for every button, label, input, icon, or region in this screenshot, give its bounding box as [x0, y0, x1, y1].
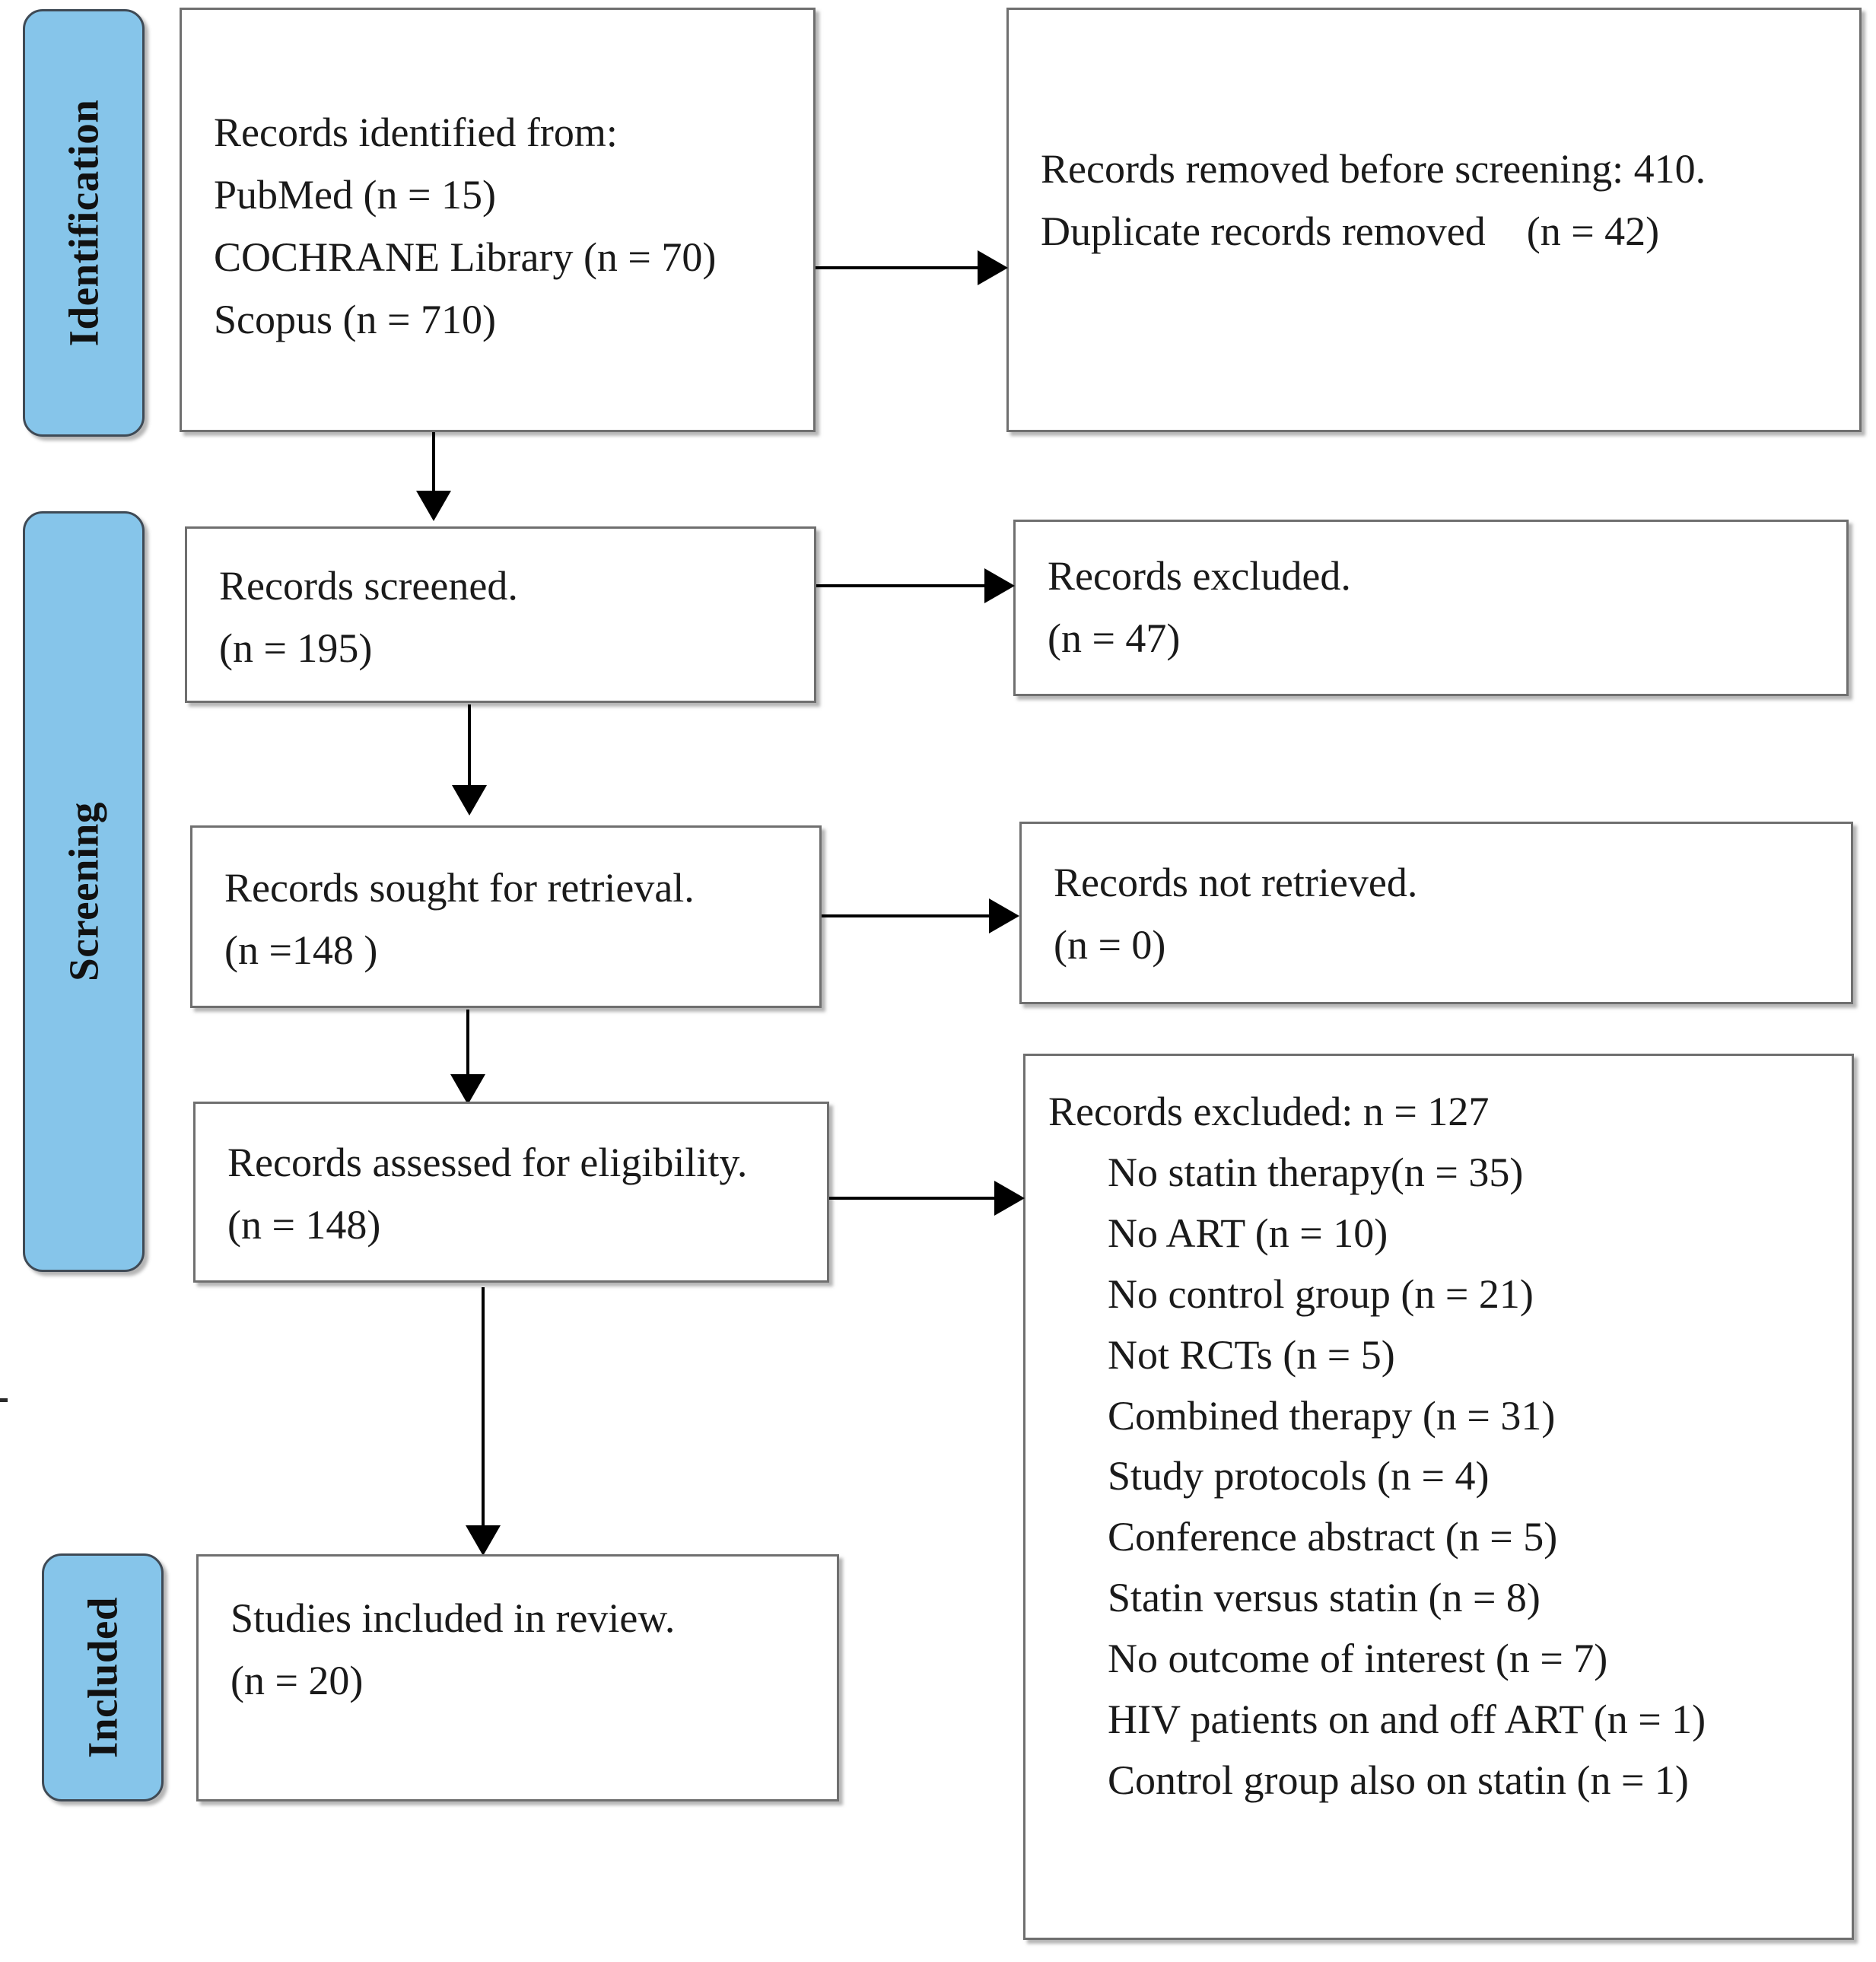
box-records-removed-before-screening: Records removed before screening: 410. D…: [1006, 8, 1862, 432]
box-records-screened: Records screened. (n = 195): [185, 526, 816, 703]
records-not-retrieved-line-2: (n = 0): [1054, 922, 1166, 968]
connector-assessed-to-excluded: [829, 1197, 1001, 1200]
records-identified-line-1: Records identified from:: [214, 110, 618, 155]
connector-identified-to-screened: [432, 432, 435, 493]
margin-tick-mark: [0, 1398, 8, 1402]
records-removed-line-2: Duplicate records removed (n = 42): [1041, 208, 1660, 255]
connector-screened-to-excluded: [816, 584, 987, 587]
records-sought-line-1: Records sought for retrieval.: [224, 865, 695, 911]
excluded-reason-item: Control group also on statin (n = 1): [1108, 1757, 1689, 1803]
excluded-reason-item: Not RCTs (n = 5): [1108, 1331, 1395, 1378]
box-records-excluded-eligibility: Records excluded: n = 127 No statin ther…: [1023, 1054, 1854, 1940]
excluded-reason-item: HIV patients on and off ART (n = 1): [1108, 1696, 1706, 1743]
excluded-eligibility-heading: Records excluded: n = 127: [1048, 1089, 1490, 1134]
excluded-reason-item: No outcome of interest (n = 7): [1108, 1636, 1608, 1682]
arrowhead-screened-to-excluded: [984, 568, 1015, 603]
excluded-reason-item: Combined therapy (n = 31): [1108, 1392, 1556, 1439]
records-identified-line-2: PubMed (n = 15): [214, 172, 496, 218]
arrowhead-identified-to-screened: [416, 491, 451, 521]
box-records-excluded-screening: Records excluded. (n = 47): [1013, 520, 1849, 696]
phase-label-included: Included: [79, 1597, 126, 1758]
arrowhead-screened-to-sought: [452, 785, 487, 816]
records-assessed-line-1: Records assessed for eligibility.: [227, 1140, 748, 1185]
arrowhead-sought-to-assessed: [450, 1074, 485, 1105]
excluded-reason-item: No control group (n = 21): [1108, 1270, 1534, 1317]
records-screened-line-1: Records screened.: [219, 563, 518, 609]
connector-sought-to-assessed: [466, 1010, 469, 1080]
connector-identified-to-removed: [816, 266, 979, 269]
arrowhead-identified-to-removed: [978, 250, 1008, 285]
records-sought-line-2: (n =148 ): [224, 927, 378, 974]
phase-bar-identification: Identification: [23, 9, 145, 437]
excluded-reason-item: Statin versus statin (n = 8): [1108, 1575, 1541, 1621]
records-excluded-screening-line-1: Records excluded.: [1048, 553, 1351, 599]
box-records-assessed-eligibility: Records assessed for eligibility. (n = 1…: [193, 1102, 829, 1283]
connector-screened-to-sought: [468, 704, 471, 788]
studies-included-line-2: (n = 20): [231, 1658, 364, 1704]
records-assessed-line-2: (n = 148): [227, 1202, 381, 1248]
excluded-reason-item: No statin therapy(n = 35): [1108, 1149, 1524, 1195]
excluded-reason-item: Study protocols (n = 4): [1108, 1453, 1490, 1499]
phase-bar-included: Included: [42, 1553, 164, 1801]
box-records-sought-retrieval: Records sought for retrieval. (n =148 ): [190, 825, 822, 1008]
connector-sought-to-not-retrieved: [822, 914, 990, 917]
records-identified-line-4: Scopus (n = 710): [214, 297, 496, 343]
excluded-reason-item: Conference abstract (n = 5): [1108, 1514, 1558, 1560]
studies-included-line-1: Studies included in review.: [231, 1595, 676, 1641]
box-studies-included-review: Studies included in review. (n = 20): [196, 1554, 839, 1801]
arrowhead-sought-to-not-retrieved: [989, 898, 1019, 933]
connector-assessed-to-included: [482, 1287, 485, 1534]
box-records-not-retrieved: Records not retrieved. (n = 0): [1019, 822, 1853, 1004]
arrowhead-assessed-to-included: [466, 1525, 501, 1556]
arrowhead-assessed-to-excluded: [994, 1181, 1025, 1216]
phase-bar-screening: Screening: [23, 511, 145, 1272]
phase-label-identification: Identification: [60, 99, 107, 347]
records-not-retrieved-line-1: Records not retrieved.: [1054, 860, 1418, 905]
records-screened-line-2: (n = 195): [219, 625, 373, 672]
excluded-reason-item: No ART (n = 10): [1108, 1210, 1388, 1256]
box-records-identified: Records identified from: PubMed (n = 15)…: [180, 8, 816, 432]
records-removed-line-1: Records removed before screening: 410.: [1041, 146, 1706, 192]
records-excluded-screening-line-2: (n = 47): [1048, 615, 1181, 662]
records-identified-line-3: COCHRANE Library (n = 70): [214, 234, 717, 281]
phase-label-screening: Screening: [60, 802, 107, 981]
